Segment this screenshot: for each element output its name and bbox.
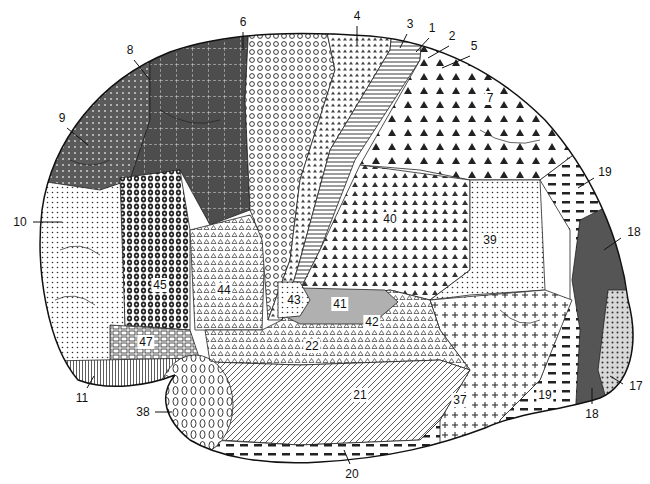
sulcus-line	[55, 296, 95, 305]
leader-line	[243, 32, 244, 50]
brain-outline	[40, 33, 633, 462]
leader-line	[344, 450, 350, 464]
callout-number: 43	[285, 293, 302, 307]
leader-line	[400, 34, 407, 48]
callout-number: 2	[447, 29, 458, 43]
callout-number: 5	[469, 39, 480, 53]
callout-number: 18	[625, 225, 642, 239]
callout-number: 7	[485, 91, 496, 105]
leader-line	[428, 46, 449, 58]
leader-line	[604, 238, 621, 250]
callout-number: 37	[451, 393, 468, 407]
callout-number: 11	[74, 391, 90, 405]
leader-line	[592, 388, 593, 404]
callout-number: 20	[343, 467, 360, 481]
area-17	[598, 290, 650, 420]
callout-number: 9	[57, 111, 68, 125]
area-44	[190, 215, 265, 330]
callout-number: 41	[331, 297, 348, 311]
sulcus-line	[70, 160, 110, 165]
callout-number: 17	[627, 379, 644, 393]
callout-number: 45	[151, 278, 168, 292]
callout-number: 18	[583, 407, 600, 421]
leader-line	[416, 38, 429, 52]
callout-number: 6	[238, 15, 249, 29]
callout-number: 19	[596, 165, 613, 179]
leader-line	[134, 60, 150, 80]
callout-number: 47	[137, 335, 154, 349]
area-41	[284, 288, 398, 324]
area-40	[300, 165, 470, 300]
area-5-7	[360, 0, 580, 180]
area-9	[0, 0, 150, 190]
sulcus-line	[160, 110, 220, 123]
area-38	[157, 355, 233, 455]
callout-number: 21	[351, 388, 368, 402]
callout-number: 8	[125, 43, 136, 57]
callout-number: 22	[303, 339, 320, 353]
area-39	[430, 180, 545, 300]
callout-number: 40	[381, 212, 398, 226]
callout-number: 10	[11, 215, 28, 229]
callout-number: 19	[536, 388, 553, 402]
leader-line	[442, 56, 470, 68]
callout-number: 42	[363, 315, 380, 329]
area-45	[120, 170, 190, 330]
area-43	[278, 282, 310, 318]
leader-line	[33, 222, 62, 223]
callout-number: 4	[352, 9, 363, 23]
area-22	[205, 290, 470, 370]
sulci	[55, 110, 540, 323]
callout-number: 3	[405, 17, 416, 31]
callout-number: 44	[215, 283, 232, 297]
area-20	[210, 420, 440, 484]
sulcus-line	[480, 130, 540, 143]
callout-number: 38	[134, 405, 151, 419]
leader-line	[67, 128, 88, 145]
leader-lines	[33, 26, 623, 464]
callout-number: 39	[481, 233, 498, 247]
callout-number: 1	[427, 21, 438, 35]
leader-line	[357, 26, 358, 44]
area-18	[572, 200, 650, 484]
leader-line	[610, 376, 623, 384]
leader-line	[87, 376, 94, 388]
sulcus-line	[60, 246, 100, 255]
sulcus-line	[500, 310, 540, 323]
leader-line	[155, 412, 172, 413]
leader-line	[578, 178, 594, 188]
